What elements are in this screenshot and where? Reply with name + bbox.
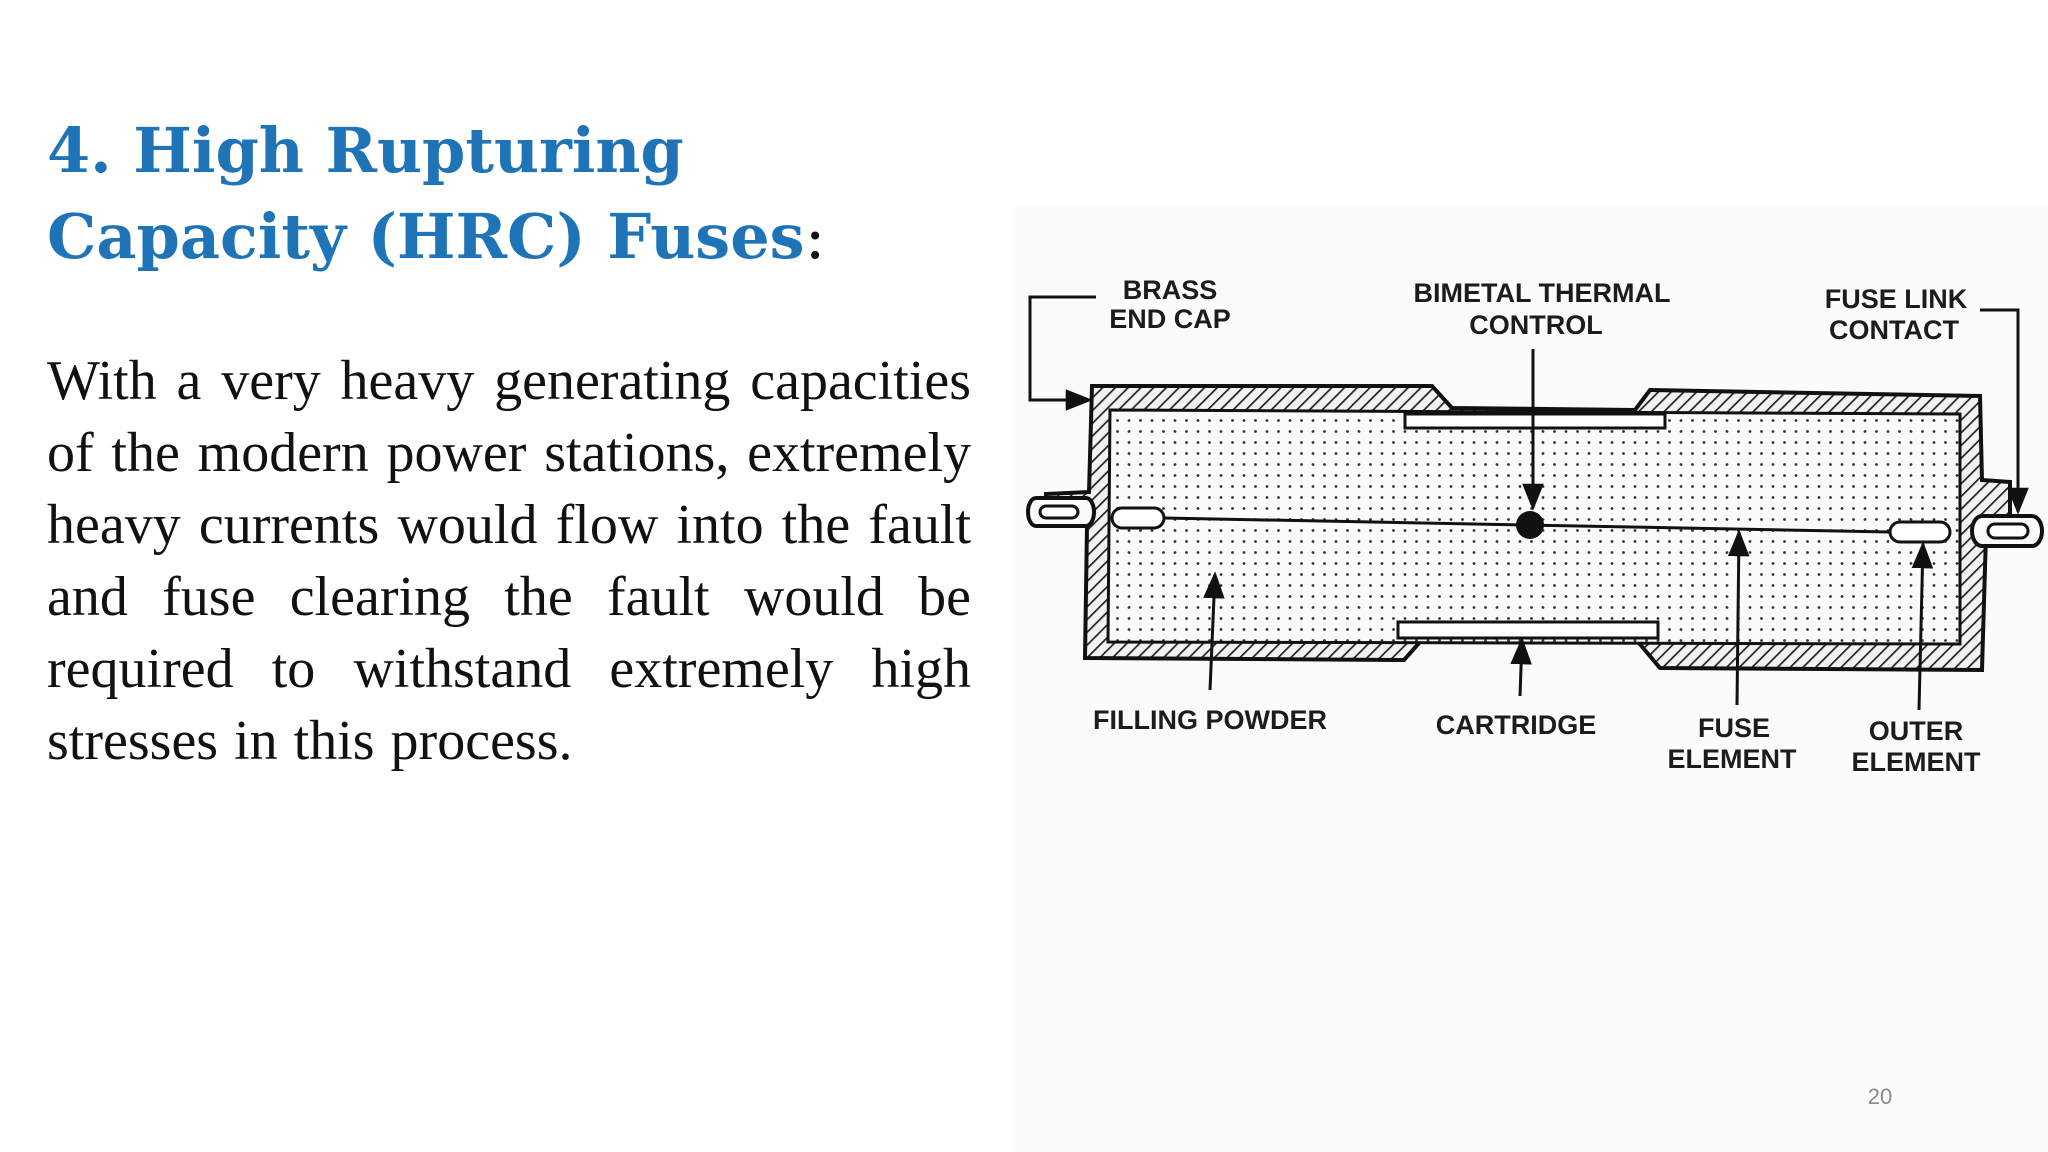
label-bimetal-line1: BIMETAL THERMAL bbox=[1414, 278, 1671, 308]
label-cartridge: CARTRIDGE bbox=[1436, 710, 1597, 740]
label-fuse-link-line2: CONTACT bbox=[1829, 315, 1959, 345]
slide-title: 4. High Rupturing Capacity (HRC) Fuses: bbox=[47, 108, 977, 280]
label-brass-end-cap-line2: END CAP bbox=[1109, 304, 1231, 334]
brass-end-cap-leader bbox=[1028, 295, 1096, 411]
label-fuse-link-line1: FUSE LINK bbox=[1825, 284, 1968, 314]
label-filling-powder: FILLING POWDER bbox=[1093, 705, 1327, 735]
label-outer-element-line1: OUTER bbox=[1869, 716, 1964, 746]
bimetal-junction bbox=[1516, 511, 1544, 539]
outer-element-leader bbox=[1911, 541, 1934, 711]
hrc-fuse-diagram: BRASS END CAP BIMETAL THERMAL CONTROL FU… bbox=[1010, 250, 2048, 810]
fuse-link-leader bbox=[1980, 308, 2029, 515]
lower-bimetal-strip bbox=[1396, 620, 1660, 640]
body-paragraph: With a very heavy generating capacities … bbox=[47, 350, 971, 772]
fuse-element-leader bbox=[1727, 529, 1750, 706]
label-fuse-element-line2: ELEMENT bbox=[1667, 744, 1797, 774]
page-number: 20 bbox=[1867, 1084, 1893, 1109]
label-brass-end-cap-line1: BRASS bbox=[1123, 275, 1218, 305]
upper-bimetal-strip bbox=[1403, 412, 1667, 430]
hrc-fuse-svg: BRASS END CAP BIMETAL THERMAL CONTROL FU… bbox=[1026, 275, 2044, 777]
label-outer-element-line2: ELEMENT bbox=[1851, 747, 1981, 777]
right-terminal-slot bbox=[1986, 522, 2030, 540]
filling-powder-leader bbox=[1203, 571, 1225, 691]
label-fuse-element-line1: FUSE bbox=[1698, 713, 1770, 743]
label-bimetal-line2: CONTROL bbox=[1469, 310, 1602, 340]
right-element-contact bbox=[1888, 520, 1952, 544]
left-element-contact bbox=[1110, 506, 1166, 530]
cartridge-leader bbox=[1510, 637, 1532, 697]
slide-title-text: 4. High Rupturing Capacity (HRC) Fuses bbox=[47, 114, 805, 273]
left-terminal-slot bbox=[1038, 504, 1080, 520]
slide-title-colon: : bbox=[804, 200, 826, 273]
